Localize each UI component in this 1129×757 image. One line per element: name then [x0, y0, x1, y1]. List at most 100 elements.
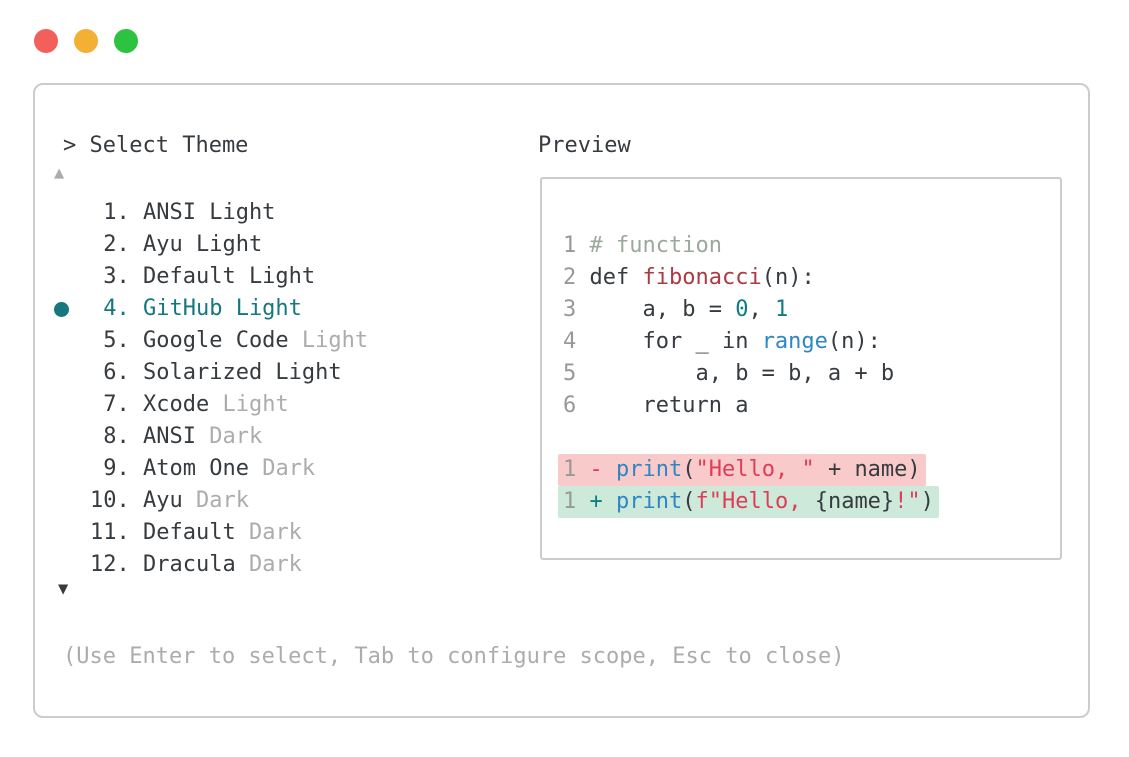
theme-variant-muted: Light	[288, 328, 369, 353]
code-token: (n):	[761, 265, 815, 290]
theme-variant-muted: Dark	[195, 424, 263, 449]
select-theme-prompt: > Select Theme	[63, 133, 249, 158]
code-token: for _ in	[576, 329, 762, 354]
code-token: fibonacci	[642, 265, 762, 290]
code-token	[603, 489, 616, 514]
theme-list-item[interactable]: 7. Xcode Light	[54, 389, 494, 421]
marker-spacer	[54, 325, 90, 357]
code-token: # function	[589, 233, 722, 258]
theme-list-item[interactable]: 4. GitHub Light	[54, 293, 494, 325]
code-token: 1	[563, 233, 577, 258]
code-token: +	[589, 489, 603, 514]
theme-list-item[interactable]: 1. ANSI Light	[54, 197, 494, 229]
marker-spacer	[54, 485, 90, 517]
scroll-down-icon[interactable]: ▼	[58, 579, 69, 599]
diff-line-added: 1 + print(f"Hello, {name}!")	[558, 486, 939, 518]
code-token: 2	[563, 265, 577, 290]
theme-variant-muted: Dark	[182, 488, 249, 513]
code-token: (n):	[827, 329, 881, 354]
code-line: 4 for _ in range(n):	[563, 326, 939, 358]
code-token: -	[589, 457, 603, 482]
code-line: 6 return a	[563, 390, 939, 422]
theme-label: 7. Xcode Light	[90, 392, 289, 417]
marker-spacer	[54, 517, 90, 549]
code-token: {name}	[814, 489, 895, 514]
code-token: print	[616, 489, 683, 514]
theme-list: 1. ANSI Light 2. Ayu Light 3. Default Li…	[54, 197, 494, 581]
theme-label: 1. ANSI Light	[90, 200, 276, 225]
code-token: range	[761, 329, 828, 354]
theme-picker-dialog: > Select Theme ▲ 1. ANSI Light 2. Ayu Li…	[33, 83, 1090, 718]
code-token: 1	[774, 297, 789, 322]
code-token: f"Hello,	[695, 489, 815, 514]
theme-list-item[interactable]: 11. Default Dark	[54, 517, 494, 549]
code-line: 1 + print(f"Hello, {name}!")	[558, 486, 939, 518]
theme-list-item[interactable]: 6. Solarized Light	[54, 357, 494, 389]
code-line	[563, 422, 939, 454]
theme-label: 2. Ayu Light	[90, 232, 263, 257]
code-token: 1	[563, 457, 577, 482]
marker-spacer	[54, 229, 90, 261]
theme-list-item[interactable]: 9. Atom One Dark	[54, 453, 494, 485]
code-token	[576, 457, 589, 482]
code-token: a, b = b, a + b	[576, 361, 895, 386]
theme-label: 6. Solarized Light	[90, 360, 342, 385]
theme-list-item[interactable]: 10. Ayu Dark	[54, 485, 494, 517]
code-line: 1 # function	[563, 230, 939, 262]
theme-label: 4. GitHub Light	[90, 296, 302, 321]
theme-label: 9. Atom One Dark	[90, 456, 316, 481]
code-token: 4	[563, 329, 577, 354]
theme-list-item[interactable]: 5. Google Code Light	[54, 325, 494, 357]
marker-spacer	[54, 197, 90, 229]
code-token: a, b =	[576, 297, 736, 322]
theme-label: 11. Default Dark	[90, 520, 302, 545]
bullet-icon	[54, 301, 69, 317]
theme-label: 5. Google Code Light	[90, 328, 369, 353]
marker-spacer	[54, 453, 90, 485]
marker-spacer	[54, 549, 90, 581]
maximize-button[interactable]	[114, 29, 138, 53]
code-line: 2 def fibonacci(n):	[563, 262, 939, 294]
code-token: 0	[735, 297, 749, 322]
theme-list-item[interactable]: 2. Ayu Light	[54, 229, 494, 261]
code-token: + name)	[814, 457, 921, 482]
close-button[interactable]	[34, 29, 58, 53]
theme-label: 3. Default Light	[90, 264, 316, 289]
diff-line-removed: 1 - print("Hello, " + name)	[558, 454, 926, 486]
code-token: 1	[563, 489, 577, 514]
theme-variant-muted: Light	[209, 392, 289, 417]
theme-label: 8. ANSI Dark	[90, 424, 263, 449]
marker-spacer	[54, 389, 90, 421]
minimize-button[interactable]	[74, 29, 98, 53]
code-token: return a	[576, 393, 749, 418]
code-token: !"	[894, 489, 921, 514]
marker-spacer	[54, 357, 90, 389]
theme-list-item[interactable]: 8. ANSI Dark	[54, 421, 494, 453]
code-token: 3	[563, 297, 577, 322]
theme-list-item[interactable]: 12. Dracula Dark	[54, 549, 494, 581]
theme-label: 10. Ayu Dark	[90, 488, 249, 513]
theme-list-item[interactable]: 3. Default Light	[54, 261, 494, 293]
code-token	[603, 457, 616, 482]
marker-spacer	[54, 261, 90, 293]
code-line: 5 a, b = b, a + b	[563, 358, 939, 390]
code-token: (	[682, 457, 696, 482]
theme-label: 12. Dracula Dark	[90, 552, 302, 577]
code-line: 1 - print("Hello, " + name)	[558, 454, 939, 486]
theme-variant-muted: Dark	[235, 520, 302, 545]
theme-variant-muted: Dark	[235, 552, 302, 577]
code-token: ,	[748, 297, 775, 322]
code-token: 5	[563, 361, 577, 386]
code-token	[576, 489, 589, 514]
usage-hint: (Use Enter to select, Tab to configure s…	[63, 644, 845, 669]
code-token: (	[682, 489, 696, 514]
code-line: 3 a, b = 0, 1	[563, 294, 939, 326]
code-token: )	[920, 489, 934, 514]
scroll-up-icon[interactable]: ▲	[54, 163, 65, 183]
traffic-lights	[34, 29, 138, 53]
theme-variant-muted: Dark	[248, 456, 316, 481]
selected-bullet-icon	[54, 293, 90, 325]
